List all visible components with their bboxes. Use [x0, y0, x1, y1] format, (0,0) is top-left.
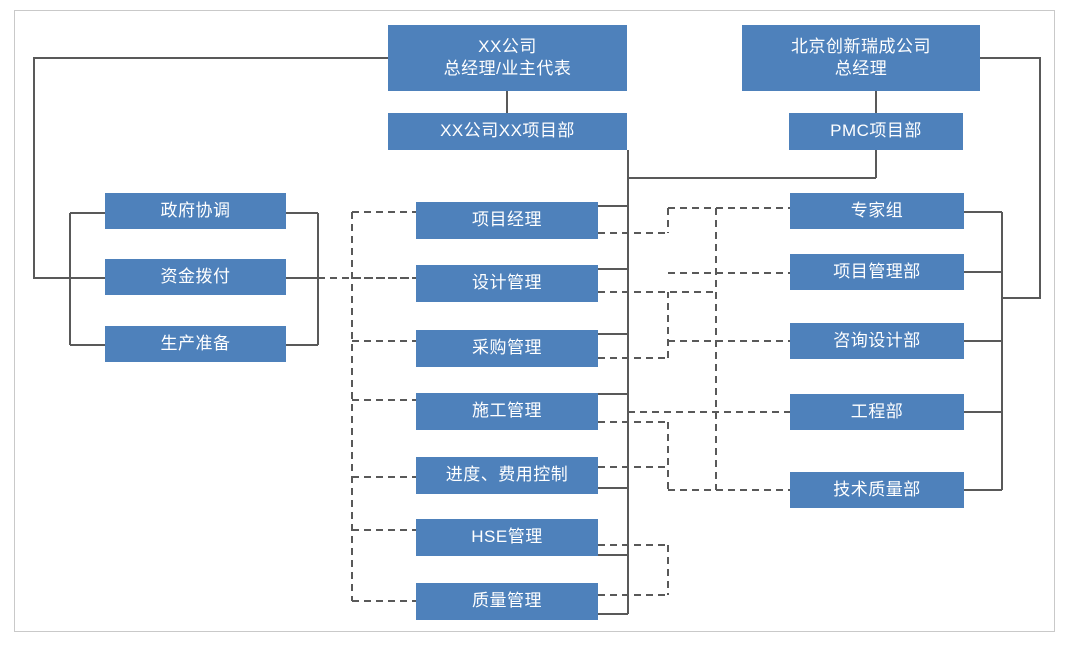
node-left-item-2-label: 生产准备 — [160, 333, 231, 353]
node-right-item-0-label: 专家组 — [850, 200, 904, 220]
node-right-item-1[interactable]: 项目管理部 — [790, 254, 964, 290]
node-middle-item-0-label: 项目经理 — [472, 210, 542, 230]
node-middle-item-0[interactable]: 项目经理 — [416, 202, 598, 239]
node-middle-item-3[interactable]: 施工管理 — [416, 393, 598, 430]
node-pmc-project-dept-label: PMC项目部 — [830, 121, 922, 141]
node-middle-item-5-label: HSE管理 — [471, 527, 543, 547]
node-middle-item-2-label: 采购管理 — [472, 338, 542, 358]
node-middle-item-2[interactable]: 采购管理 — [416, 330, 598, 367]
connector-owner-gm-to-left-column — [33, 57, 388, 279]
node-pmc-gm-line1: 北京创新瑞成公司 — [791, 36, 931, 56]
node-pmc-project-department[interactable]: PMC项目部 — [789, 113, 963, 150]
node-right-item-4-label: 技术质量部 — [833, 479, 921, 499]
node-right-item-0[interactable]: 专家组 — [790, 193, 964, 229]
node-right-item-3[interactable]: 工程部 — [790, 394, 964, 430]
node-owner-gm-line1: XX公司 — [478, 36, 537, 56]
node-middle-item-6-label: 质量管理 — [472, 591, 542, 611]
node-middle-item-4[interactable]: 进度、费用控制 — [416, 457, 598, 494]
node-left-item-0-label: 政府协调 — [160, 200, 231, 220]
node-left-item-0[interactable]: 政府协调 — [105, 193, 286, 229]
node-middle-item-6[interactable]: 质量管理 — [416, 583, 598, 620]
node-middle-item-1-label: 设计管理 — [472, 273, 542, 293]
node-pmc-general-manager[interactable]: 北京创新瑞成公司 总经理 — [742, 25, 980, 91]
node-right-item-3-label: 工程部 — [850, 401, 904, 421]
node-left-item-2[interactable]: 生产准备 — [105, 326, 286, 362]
node-right-item-2-label: 咨询设计部 — [833, 330, 921, 350]
node-left-item-1-label: 资金拨付 — [160, 266, 231, 286]
node-right-item-1-label: 项目管理部 — [833, 261, 921, 281]
node-middle-item-5[interactable]: HSE管理 — [416, 519, 598, 556]
connector-pmc-gm-to-right-column — [980, 57, 1041, 299]
node-pmc-gm-line2: 总经理 — [834, 59, 888, 78]
node-owner-general-manager[interactable]: XX公司 总经理/业主代表 — [388, 25, 627, 91]
diagram-frame — [14, 10, 1055, 632]
node-left-item-1[interactable]: 资金拨付 — [105, 259, 286, 295]
node-middle-item-4-label: 进度、费用控制 — [445, 465, 569, 485]
node-middle-item-3-label: 施工管理 — [472, 401, 542, 421]
node-right-item-2[interactable]: 咨询设计部 — [790, 323, 964, 359]
node-owner-project-department[interactable]: XX公司XX项目部 — [388, 113, 627, 150]
node-owner-project-dept-label: XX公司XX项目部 — [440, 121, 575, 141]
node-right-item-4[interactable]: 技术质量部 — [790, 472, 964, 508]
node-owner-gm-line2: 总经理/业主代表 — [443, 59, 572, 78]
node-middle-item-1[interactable]: 设计管理 — [416, 265, 598, 302]
